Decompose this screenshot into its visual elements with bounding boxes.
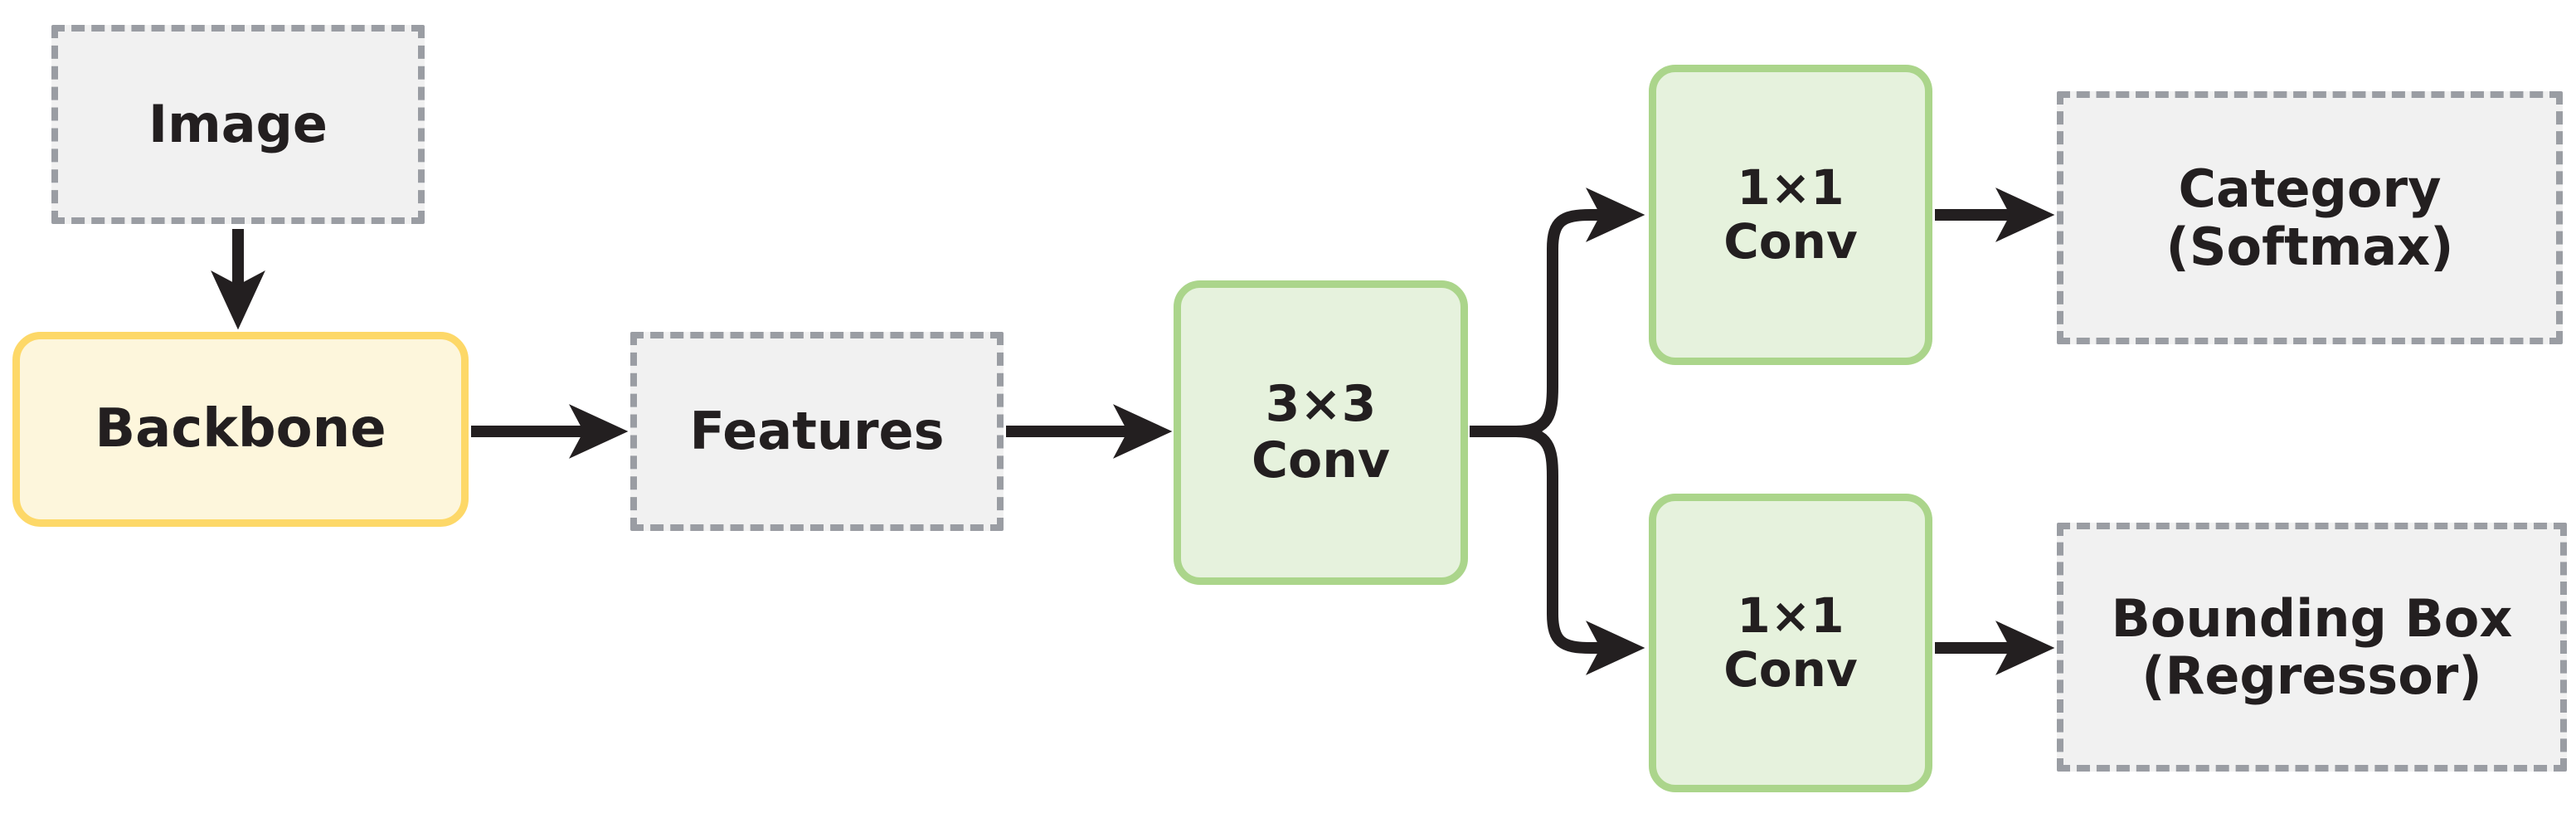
node-conv-1x1-regression-label-line1: 1×1 xyxy=(1737,587,1845,645)
node-conv-1x1-regression-label-line2: Conv xyxy=(1723,641,1858,698)
node-conv-3x3-label-line1: 3×3 xyxy=(1265,375,1377,434)
node-category-label-line1: Category xyxy=(2178,158,2442,220)
edge-conv33-to-conv11-reg xyxy=(1515,426,1645,675)
node-category-label-line2: (Softmax) xyxy=(2165,216,2454,277)
node-conv-1x1-classification[interactable]: 1×1 Conv xyxy=(1649,65,1932,365)
node-features-label: Features xyxy=(689,401,945,462)
node-image[interactable]: Image xyxy=(51,25,425,224)
node-bounding-box[interactable]: Bounding Box (Regressor) xyxy=(2057,523,2567,772)
node-conv-1x1-classification-label-line2: Conv xyxy=(1723,213,1858,270)
node-conv-3x3[interactable]: 3×3 Conv xyxy=(1174,280,1468,585)
node-bounding-box-label-line2: (Regressor) xyxy=(2141,645,2482,706)
node-conv-1x1-regression[interactable]: 1×1 Conv xyxy=(1649,494,1932,792)
node-image-label: Image xyxy=(148,94,328,155)
node-conv-1x1-classification-label-line1: 1×1 xyxy=(1737,159,1845,217)
node-backbone-label: Backbone xyxy=(95,397,386,460)
node-conv-3x3-label-line2: Conv xyxy=(1251,431,1391,489)
node-features[interactable]: Features xyxy=(630,332,1004,531)
node-category[interactable]: Category (Softmax) xyxy=(2057,91,2563,344)
node-bounding-box-label-line1: Bounding Box xyxy=(2111,587,2513,649)
node-backbone[interactable]: Backbone xyxy=(12,332,469,527)
edge-conv33-to-conv11-cls xyxy=(1515,187,1645,437)
